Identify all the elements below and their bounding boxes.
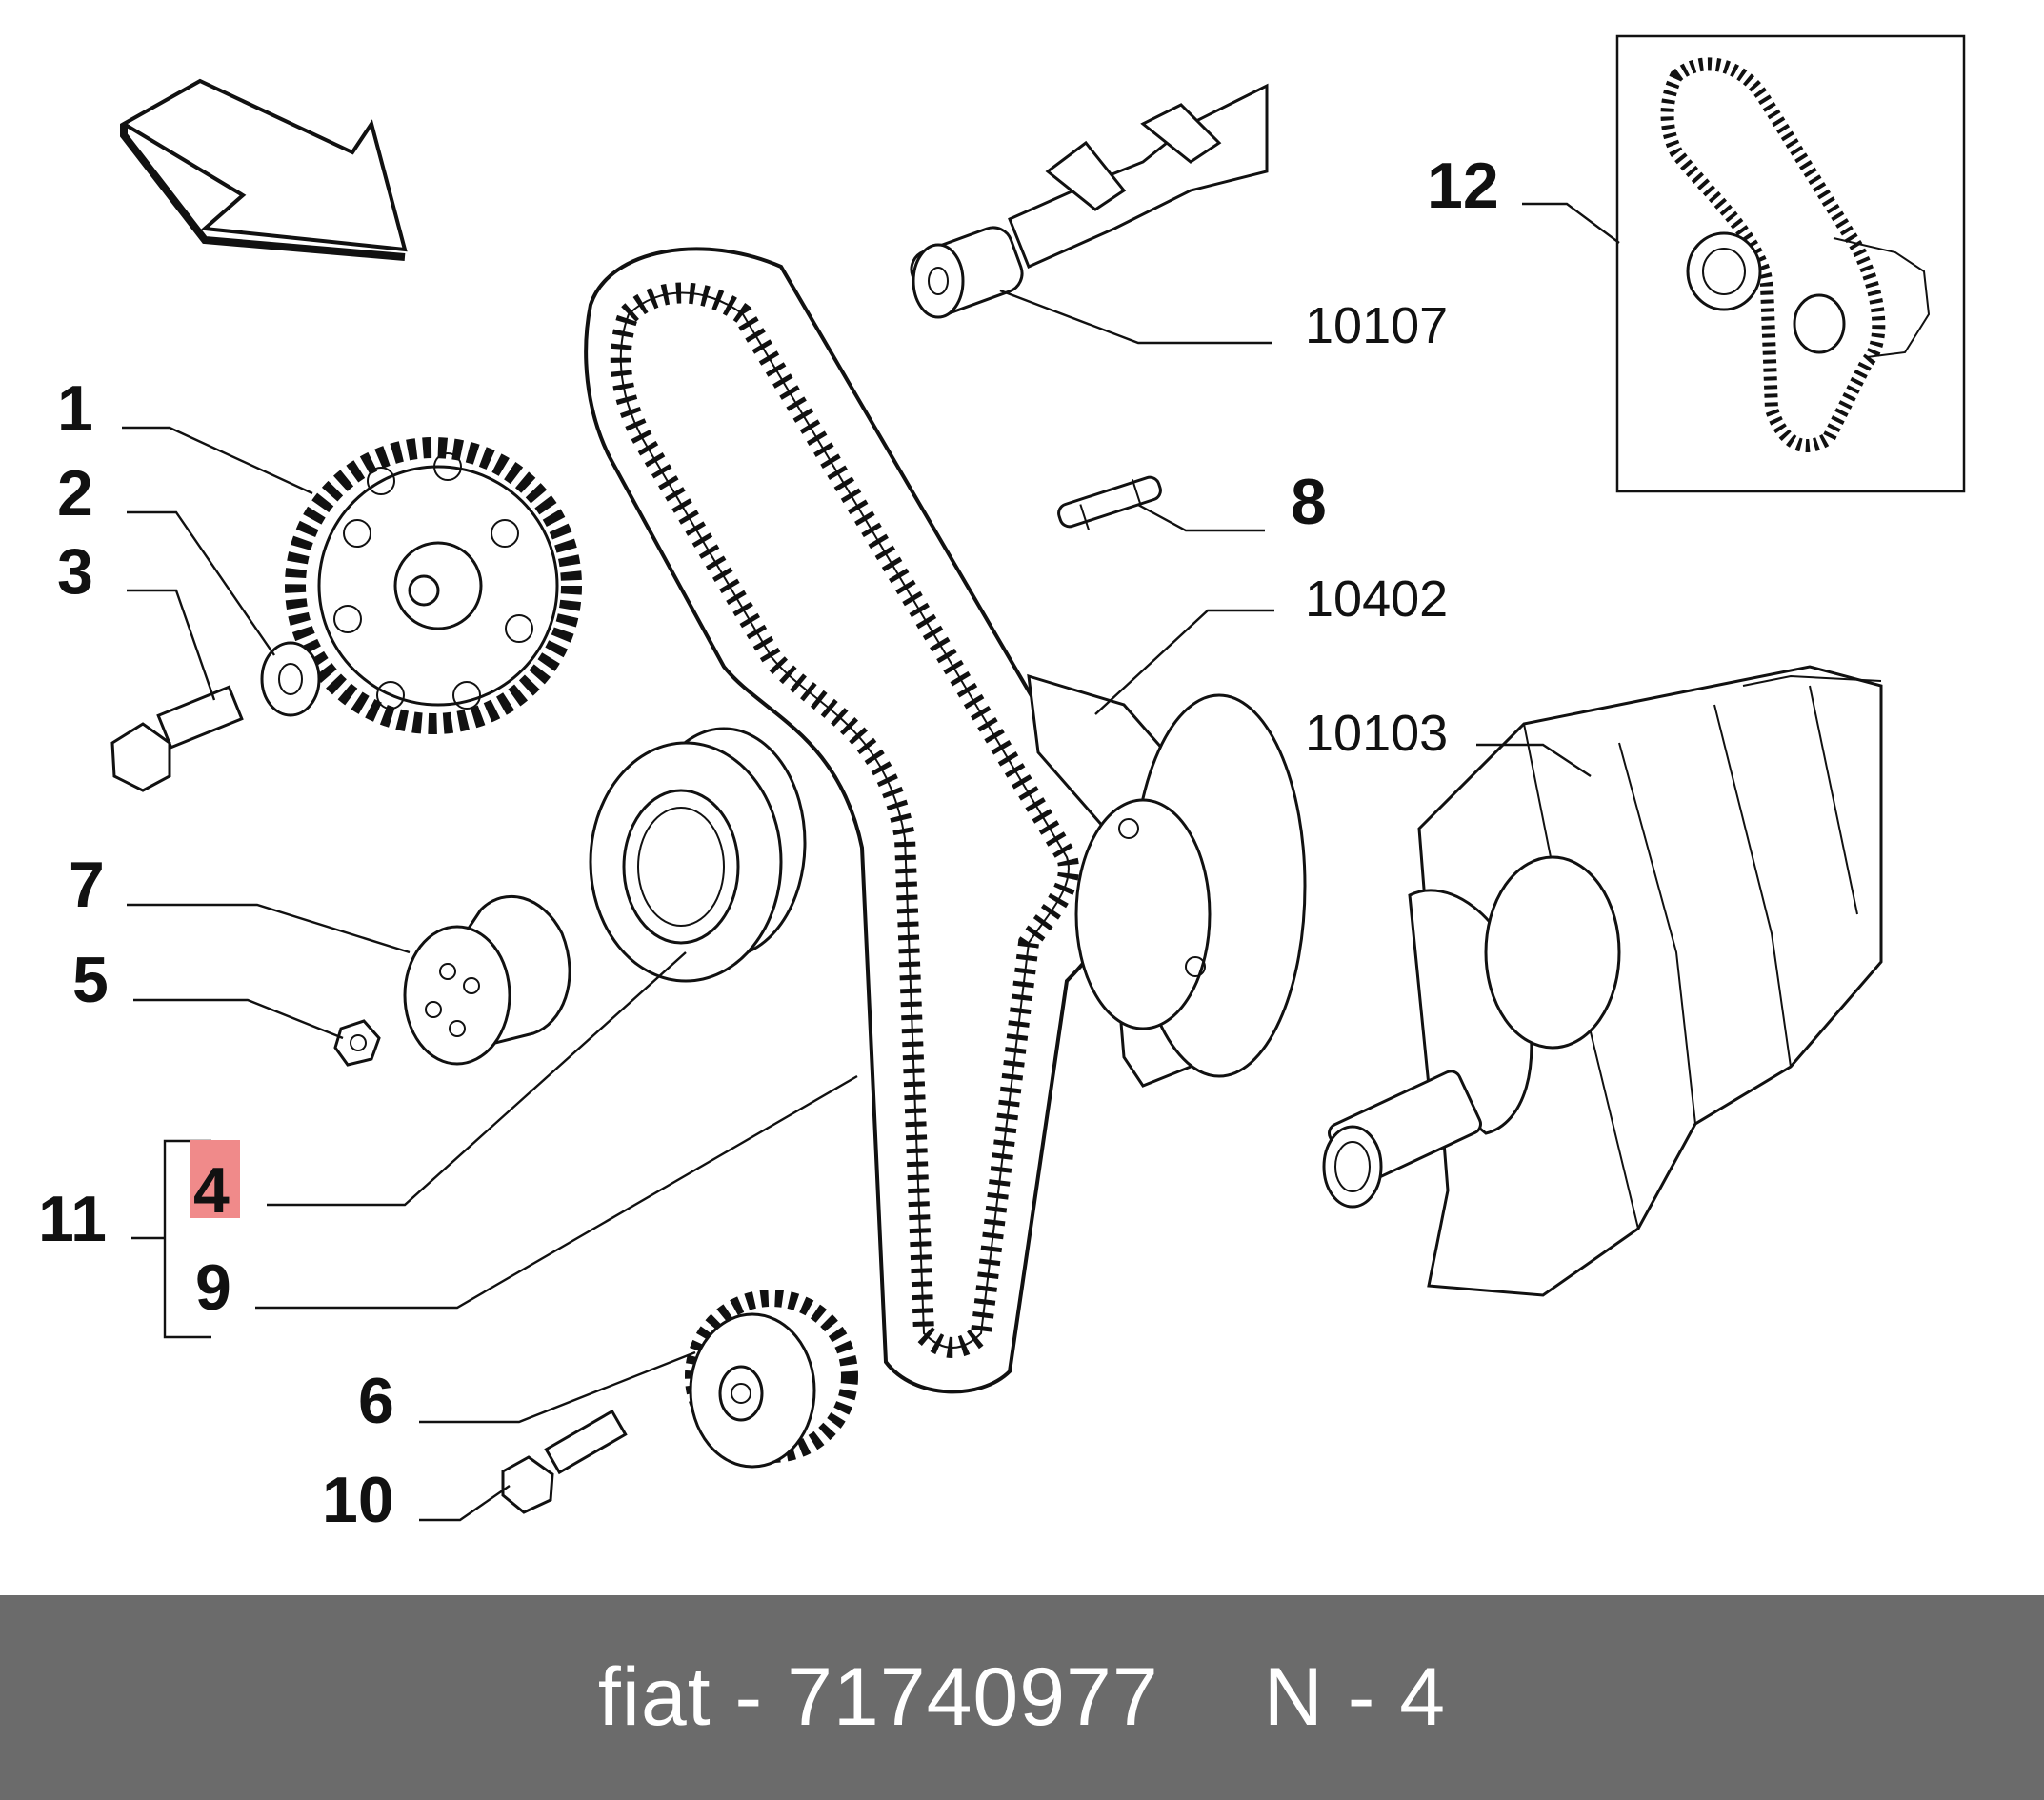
callout-10103: 10103 xyxy=(1305,705,1448,762)
nut xyxy=(333,1019,381,1067)
callout-9: 9 xyxy=(195,1251,231,1324)
crankshaft xyxy=(1322,665,1883,1297)
pin xyxy=(1057,475,1162,530)
pulley-bolt xyxy=(110,685,244,792)
timing-belt xyxy=(584,247,1127,1394)
diagram-position: N - 4 xyxy=(1263,1651,1447,1743)
callout-3: 3 xyxy=(57,535,93,608)
callout-10107: 10107 xyxy=(1305,297,1448,354)
callout-10402: 10402 xyxy=(1305,570,1448,628)
brand-name: fiat xyxy=(597,1651,711,1743)
oil-pump-housing xyxy=(1027,673,1307,1088)
part-number: 71740977 xyxy=(787,1651,1159,1743)
camshaft xyxy=(910,83,1269,319)
belt-kit-inset xyxy=(1615,34,1966,493)
tensioner-pulley xyxy=(589,727,807,983)
callout-11: 11 xyxy=(38,1183,107,1255)
callout-7: 7 xyxy=(69,849,105,921)
camshaft-pulley xyxy=(285,437,582,734)
callout-6: 6 xyxy=(358,1365,394,1437)
crank-bolt xyxy=(501,1409,628,1514)
callout-2: 2 xyxy=(57,457,93,530)
highlight-box xyxy=(190,1140,240,1218)
washer xyxy=(260,641,321,717)
callout-1: 1 xyxy=(57,372,93,445)
parts-diagram: 1 2 3 7 5 4 11 9 6 10 8 12 10107 10402 1… xyxy=(38,34,1966,1536)
part-info-bar: fiat - 71740977 N - 4 xyxy=(0,1595,2044,1800)
callout-8: 8 xyxy=(1291,466,1327,538)
callout-10: 10 xyxy=(322,1464,394,1536)
callout-5: 5 xyxy=(72,944,109,1016)
eccentric-bush xyxy=(403,894,571,1066)
leader-lines xyxy=(122,202,1620,1522)
callout-12: 12 xyxy=(1427,150,1499,222)
direction-arrow xyxy=(120,78,408,261)
callout-4: 4 xyxy=(193,1154,230,1227)
crankshaft-pulley xyxy=(685,1290,858,1469)
